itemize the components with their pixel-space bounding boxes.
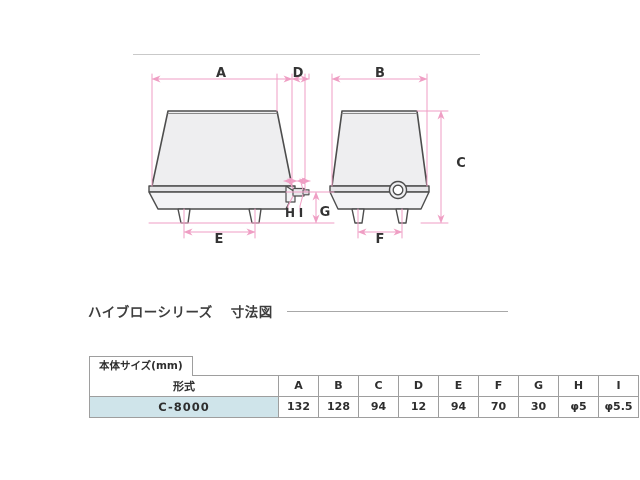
label-B: B (375, 66, 385, 81)
column-header-a: A (278, 374, 319, 397)
dimension-drawing: A D E B C F G H I (148, 66, 466, 247)
cell-e: 94 (438, 395, 479, 418)
cell-g: 30 (518, 395, 559, 418)
cell-a: 132 (278, 395, 319, 418)
section-title: ハイブローシリーズ (88, 305, 213, 321)
label-A: A (216, 66, 226, 81)
side-view-dimensions (317, 73, 449, 239)
label-C: C (456, 156, 466, 171)
spec-table-container: 本体サイズ(mm) 形式 A B C D E F G H I C-8000 (89, 356, 639, 418)
cell-c: 94 (358, 395, 399, 418)
cell-h: φ5 (558, 395, 599, 418)
column-header-h: H (558, 374, 599, 397)
section-subtitle: 寸法図 (230, 305, 273, 321)
column-header-d: D (398, 374, 439, 397)
column-header-b: B (318, 374, 359, 397)
column-header-i: I (598, 374, 639, 397)
spec-table-tab-label: 本体サイズ(mm) (89, 356, 193, 376)
column-header-f: F (478, 374, 519, 397)
cell-b: 128 (318, 395, 359, 418)
spec-table-header-row: 形式 A B C D E F G H I (89, 374, 639, 397)
cell-i: φ5.5 (598, 395, 639, 418)
label-H: H (285, 206, 295, 220)
column-header-e: E (438, 374, 479, 397)
table-row: C-8000 132 128 94 12 94 70 30 φ5 φ5.5 (89, 395, 639, 418)
section-heading-rule (286, 310, 508, 312)
cell-f: 70 (478, 395, 519, 418)
front-view-geometry (148, 110, 310, 224)
label-D: D (293, 66, 304, 81)
top-divider (133, 54, 480, 55)
spec-table: 形式 A B C D E F G H I C-8000 132 128 94 (89, 374, 639, 418)
cell-model: C-8000 (89, 395, 279, 418)
label-I: I (299, 206, 303, 220)
label-E: E (215, 232, 224, 247)
column-header-g: G (518, 374, 559, 397)
side-view-geometry (329, 110, 430, 224)
cell-d: 12 (398, 395, 439, 418)
label-F: F (376, 232, 385, 247)
label-G-side: G (320, 205, 331, 220)
column-header-c: C (358, 374, 399, 397)
front-view-dimensions (148, 73, 321, 239)
section-heading: ハイブローシリーズ 寸法図 (88, 301, 508, 321)
column-header-model: 形式 (89, 374, 279, 397)
